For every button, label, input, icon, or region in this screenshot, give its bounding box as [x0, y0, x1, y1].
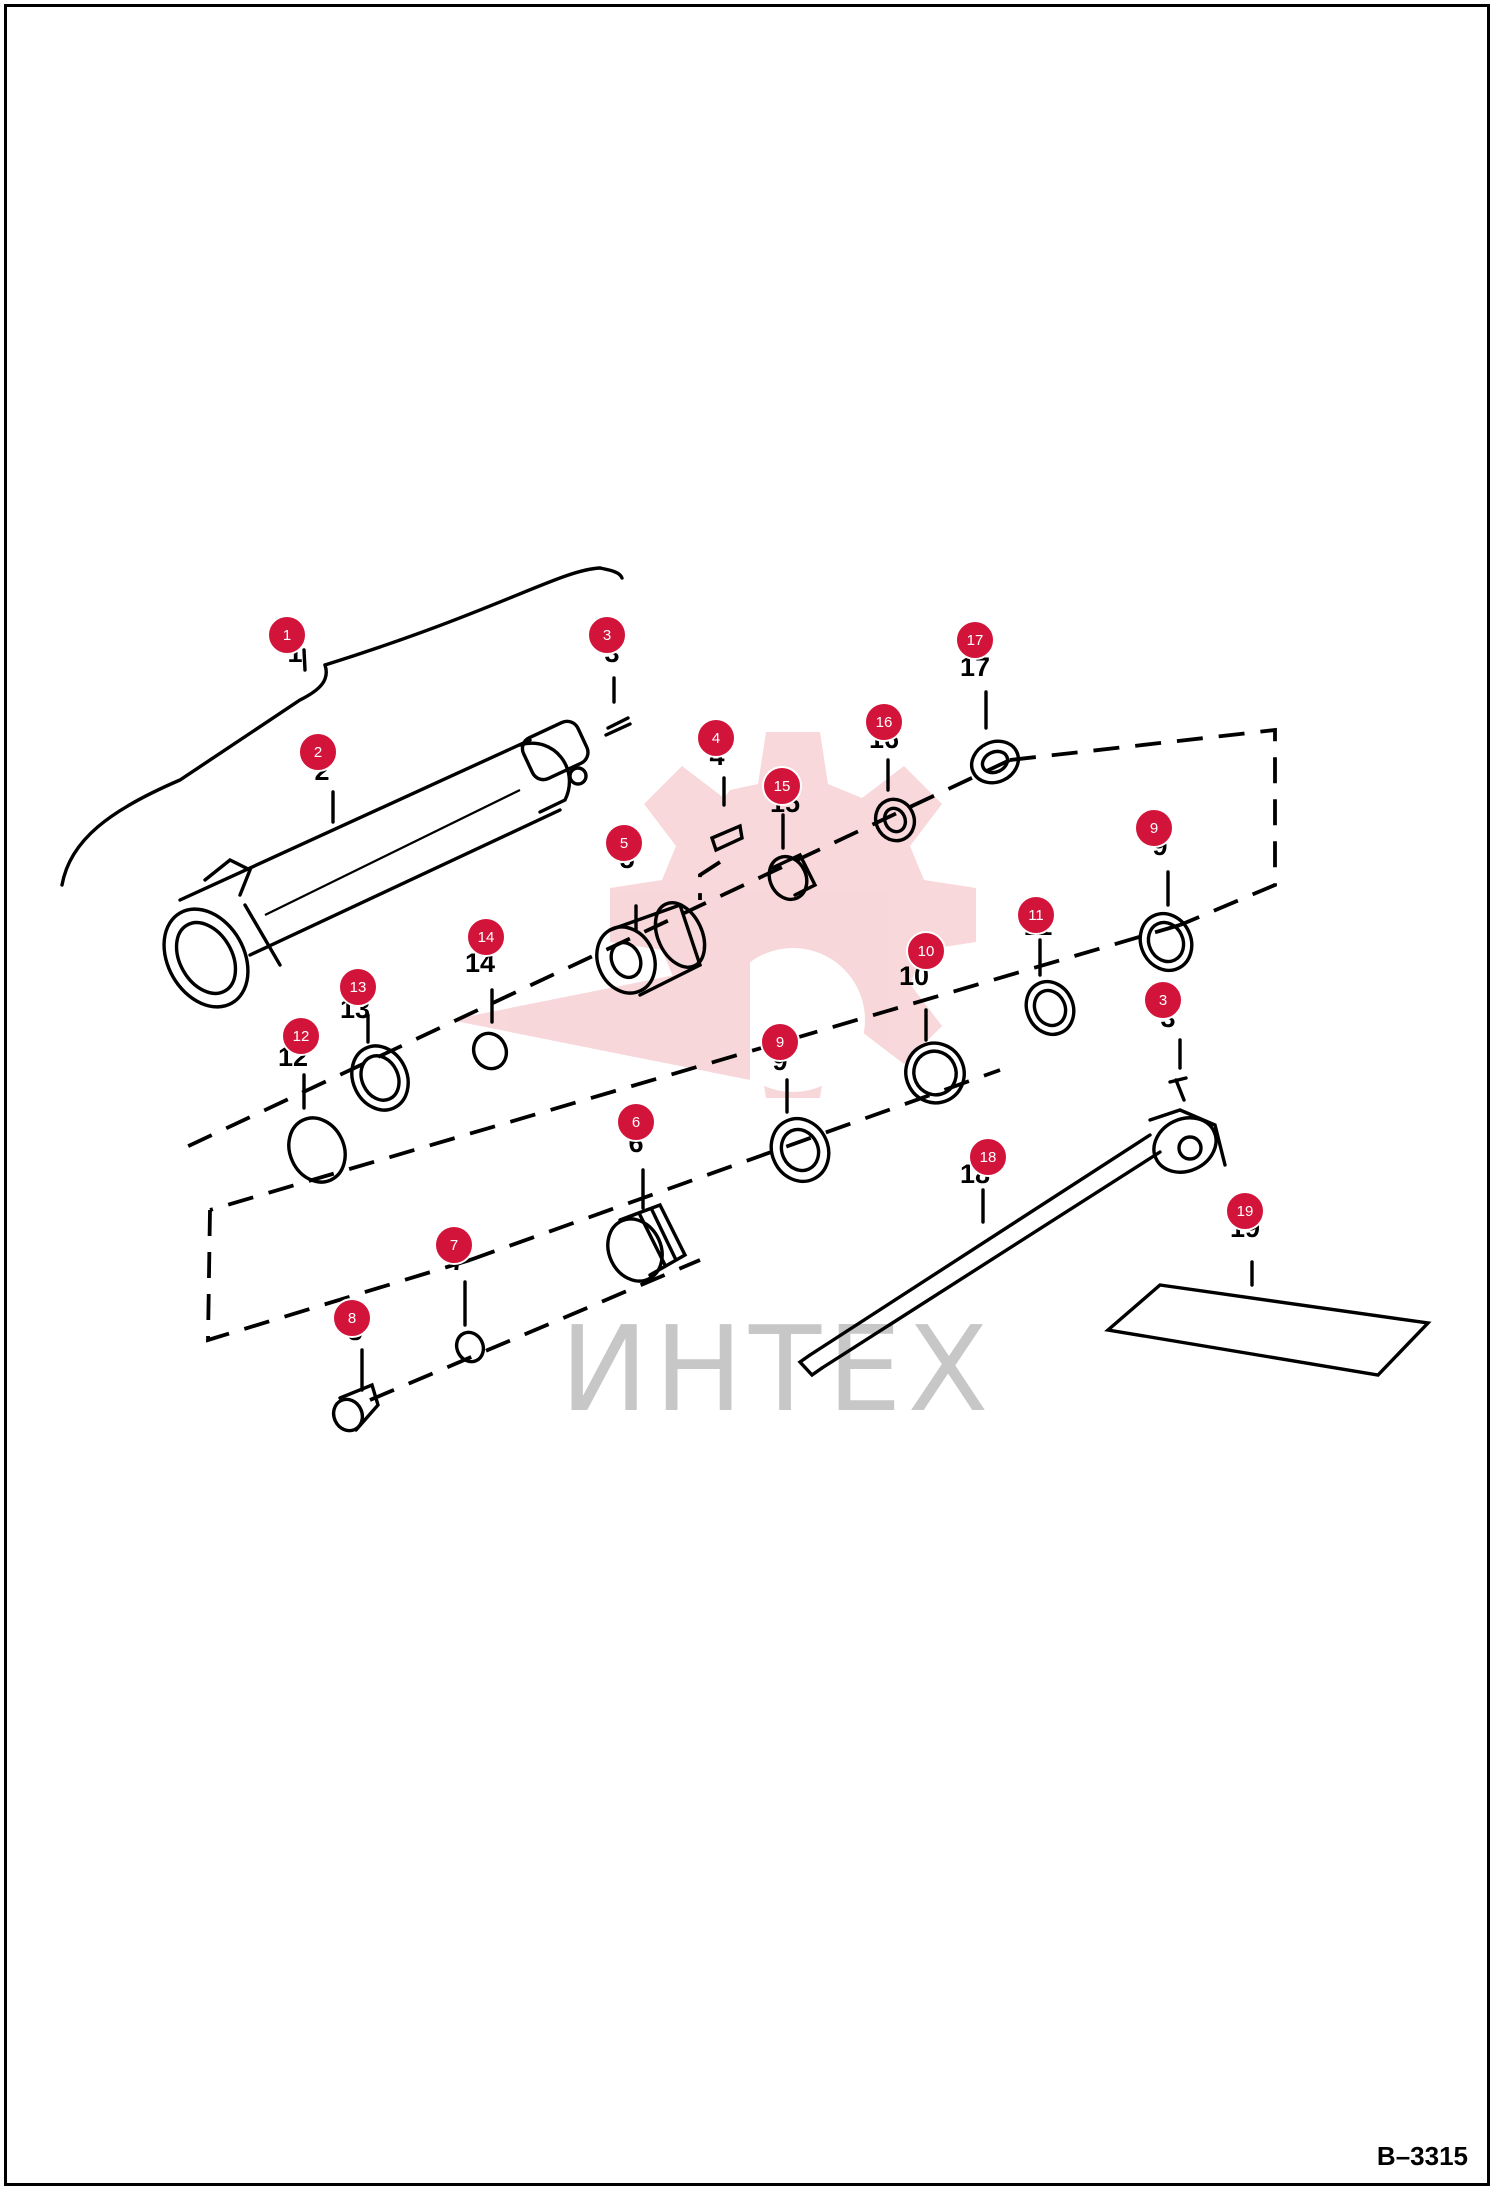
part-bolt-8 [331, 1382, 380, 1433]
callout-badge-c8[interactable]: 8 [332, 1298, 372, 1338]
callout-badge-text: 15 [774, 778, 791, 795]
callout-badge-text: 2 [314, 744, 322, 761]
callout-badge-text: 7 [450, 1237, 458, 1254]
callout-badge-c15[interactable]: 15 [762, 766, 802, 806]
callout-badge-circle [1143, 980, 1183, 1020]
callout-badge-text: 9 [776, 1034, 784, 1051]
callout-badge-c19[interactable]: 19 [1225, 1191, 1265, 1231]
callout-badge-circle [298, 732, 338, 772]
part-rod-18 [797, 1108, 1227, 1378]
callout-badge-text: 10 [918, 943, 935, 960]
callout-badge-circle [955, 620, 995, 660]
callout-badge-c4[interactable]: 4 [696, 718, 736, 758]
callout-badge-circle [906, 931, 946, 971]
callout-badge-c9a[interactable]: 9 [1134, 808, 1174, 848]
callout-badge-c9b[interactable]: 9 [760, 1022, 800, 1062]
callout-badge-text: 18 [980, 1149, 997, 1166]
callout-badge-text: 19 [1237, 1203, 1254, 1220]
callout-badge-circle [338, 967, 378, 1007]
callout-badge-circle [696, 718, 736, 758]
callout-badge-text: 14 [478, 929, 495, 946]
callout-badge-c1[interactable]: 1 [267, 615, 307, 655]
callout-badge-text: 5 [620, 835, 628, 852]
callout-badge-text: 8 [348, 1310, 356, 1327]
callout-badge-circle [267, 615, 307, 655]
assembly-dashed-lines [179, 727, 1277, 1402]
callout-badge-text: 6 [632, 1114, 640, 1131]
part-bushing-15 [767, 852, 818, 902]
callout-badge-text: 1 [283, 627, 291, 644]
callout-badge-text: 13 [350, 979, 367, 996]
drawing-frame [4, 4, 1490, 2186]
callout-badge-c5[interactable]: 5 [604, 823, 644, 863]
part-setscrew-4 [709, 823, 744, 853]
part-seal-16 [873, 797, 917, 843]
part-ring-9a [1138, 911, 1194, 973]
callout-badge-text: 12 [293, 1028, 310, 1045]
watermark-text: ИНТЕХ [560, 1300, 994, 1438]
part-washer-7 [454, 1330, 486, 1364]
callout-badge-circle [762, 766, 802, 806]
cylinder-barrel [60, 566, 624, 1009]
callout-badge-c18[interactable]: 18 [968, 1137, 1008, 1177]
part-oring-14 [471, 1031, 509, 1071]
callout-badge-circle [604, 823, 644, 863]
callout-badge-c7[interactable]: 7 [434, 1225, 474, 1265]
part-ring-11 [1024, 979, 1076, 1037]
watermark-gear [450, 732, 976, 1098]
callout-badge-circle [760, 1022, 800, 1062]
callout-badge-circle [332, 1298, 372, 1338]
callout-badge-c14[interactable]: 14 [466, 917, 506, 957]
part-gland-5 [595, 901, 707, 997]
drawing-reference-number: B–3315 [1376, 2141, 1468, 2171]
callout-badge-text: 17 [967, 632, 984, 649]
callout-badge-text: 3 [1159, 992, 1167, 1009]
callout-badge-text: 11 [1028, 907, 1044, 924]
part-screw-3b [1168, 1076, 1188, 1102]
callout-badge-circle [864, 702, 904, 742]
callout-badge-c3a[interactable]: 3 [587, 615, 627, 655]
callout-badge-c17[interactable]: 17 [955, 620, 995, 660]
callout-badge-c13[interactable]: 13 [338, 967, 378, 1007]
callout-badge-circle [466, 917, 506, 957]
part-ring-13 [350, 1044, 410, 1112]
part-ring-10 [904, 1041, 966, 1105]
callout-badge-c6[interactable]: 6 [616, 1102, 656, 1142]
part-oring-12 [287, 1116, 347, 1184]
part-wiper-17 [969, 739, 1021, 785]
callout-badge-c12[interactable]: 12 [281, 1016, 321, 1056]
callout-badge-circle [1225, 1191, 1265, 1231]
part-piston-6 [606, 1202, 688, 1283]
callout-badge-text: 9 [1150, 820, 1158, 837]
callout-badge-circle [434, 1225, 474, 1265]
part-decal-19 [1104, 1283, 1432, 1377]
callout-badge-circle [587, 615, 627, 655]
callout-layer: 1122334455151516161717991111101014141313… [267, 615, 1265, 1346]
callout-badge-c3b[interactable]: 3 [1143, 980, 1183, 1020]
callout-badge-text: 4 [712, 730, 720, 747]
callout-badge-text: 3 [603, 627, 611, 644]
callout-badge-c10[interactable]: 10 [906, 931, 946, 971]
part-screw-3a [604, 716, 632, 737]
callout-badge-c16[interactable]: 16 [864, 702, 904, 742]
callout-badge-c2[interactable]: 2 [298, 732, 338, 772]
callout-badge-circle [968, 1137, 1008, 1177]
callout-badge-circle [1016, 895, 1056, 935]
callout-badge-circle [616, 1102, 656, 1142]
part-ring-9b [769, 1116, 831, 1184]
callout-badge-c11[interactable]: 11 [1016, 895, 1056, 935]
leader-lines [302, 648, 1254, 1392]
callout-badge-circle [1134, 808, 1174, 848]
callout-badge-circle [281, 1016, 321, 1056]
callout-badge-text: 16 [876, 714, 893, 731]
